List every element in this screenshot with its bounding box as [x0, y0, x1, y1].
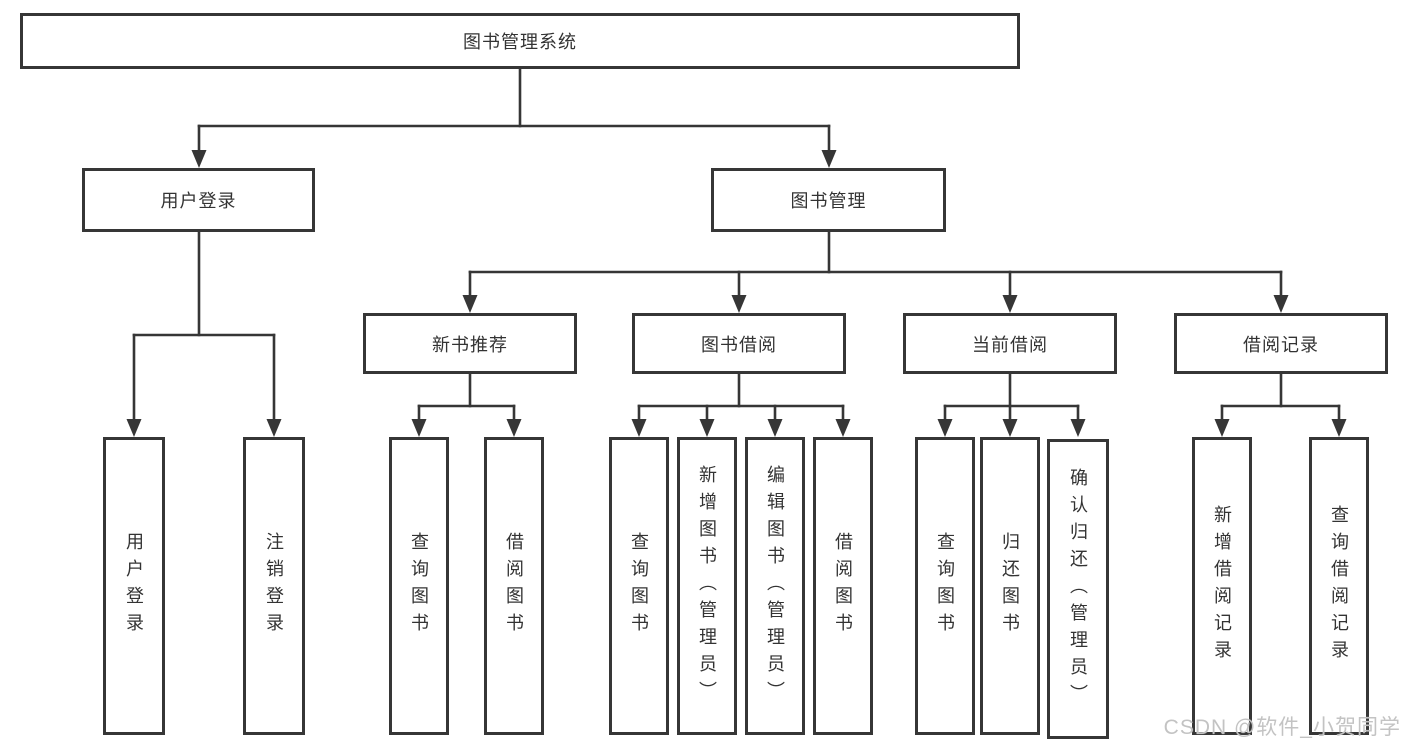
arrowhead-down-icon — [821, 150, 837, 168]
leaf-label: 编辑图书（管理员） — [765, 464, 785, 708]
leaf-label: 确认归还（管理员） — [1068, 467, 1088, 711]
node-user-login: 用户登录 — [82, 168, 315, 232]
leaf-add-borrow-record: 新增借阅记录 — [1192, 437, 1252, 735]
leaf-borrow-books-recommend: 借阅图书 — [484, 437, 544, 735]
arrowhead-down-icon — [506, 419, 522, 437]
arrowhead-down-icon — [126, 419, 142, 437]
node-label: 图书管理系统 — [463, 32, 577, 52]
arrowhead-down-icon — [462, 295, 478, 313]
leaf-label: 查询图书 — [409, 532, 429, 640]
arrowhead-down-icon — [835, 419, 851, 437]
arrowhead-down-icon — [631, 419, 647, 437]
leaf-confirm-return-admin: 确认归还（管理员） — [1047, 439, 1109, 739]
leaf-label: 查询图书 — [935, 532, 955, 640]
node-current-borrowing: 当前借阅 — [903, 313, 1117, 374]
arrowhead-down-icon — [1273, 295, 1289, 313]
node-book-borrowing: 图书借阅 — [632, 313, 846, 374]
leaf-label: 注销登录 — [264, 532, 284, 640]
node-label: 当前借阅 — [972, 334, 1048, 355]
node-label: 用户登录 — [160, 191, 237, 211]
arrowhead-down-icon — [731, 295, 747, 313]
leaf-return-book: 归还图书 — [980, 437, 1040, 735]
leaf-query-books-current: 查询图书 — [915, 437, 975, 735]
leaf-query-books-recommend: 查询图书 — [389, 437, 449, 735]
arrowhead-down-icon — [937, 419, 953, 437]
arrowhead-down-icon — [266, 419, 282, 437]
leaf-label: 查询图书 — [629, 532, 649, 640]
arrowhead-down-icon — [767, 419, 783, 437]
leaf-logout: 注销登录 — [243, 437, 305, 735]
node-label: 借阅记录 — [1243, 334, 1319, 355]
watermark: CSDN @软件_小贺同学 — [1163, 716, 1401, 739]
arrowhead-down-icon — [1070, 419, 1086, 437]
leaf-label: 用户登录 — [124, 532, 144, 640]
arrowhead-down-icon — [1331, 419, 1347, 437]
node-label: 新书推荐 — [432, 334, 508, 355]
node-book-management: 图书管理 — [711, 168, 946, 232]
leaf-label: 借阅图书 — [504, 532, 524, 640]
arrowhead-down-icon — [1214, 419, 1230, 437]
leaf-query-borrow-record: 查询借阅记录 — [1309, 437, 1369, 735]
leaf-label: 归还图书 — [1000, 532, 1020, 640]
leaf-user-login: 用户登录 — [103, 437, 165, 735]
leaf-label: 借阅图书 — [833, 532, 853, 640]
leaf-add-book-admin: 新增图书（管理员） — [677, 437, 737, 735]
node-label: 图书管理 — [790, 191, 867, 211]
leaf-borrow-books-borrowing: 借阅图书 — [813, 437, 873, 735]
arrowhead-down-icon — [699, 419, 715, 437]
arrowhead-down-icon — [1002, 295, 1018, 313]
arrowhead-down-icon — [1002, 419, 1018, 437]
node-new-book-recommend: 新书推荐 — [363, 313, 577, 374]
node-borrowing-records: 借阅记录 — [1174, 313, 1388, 374]
arrowhead-down-icon — [191, 150, 207, 168]
arrowhead-down-icon — [411, 419, 427, 437]
leaf-edit-book-admin: 编辑图书（管理员） — [745, 437, 805, 735]
node-library-management-system: 图书管理系统 — [20, 13, 1020, 69]
node-label: 图书借阅 — [701, 334, 777, 355]
leaf-label: 查询借阅记录 — [1329, 505, 1349, 667]
leaf-label: 新增借阅记录 — [1212, 505, 1232, 667]
leaf-query-books-borrowing: 查询图书 — [609, 437, 669, 735]
leaf-label: 新增图书（管理员） — [697, 464, 717, 708]
